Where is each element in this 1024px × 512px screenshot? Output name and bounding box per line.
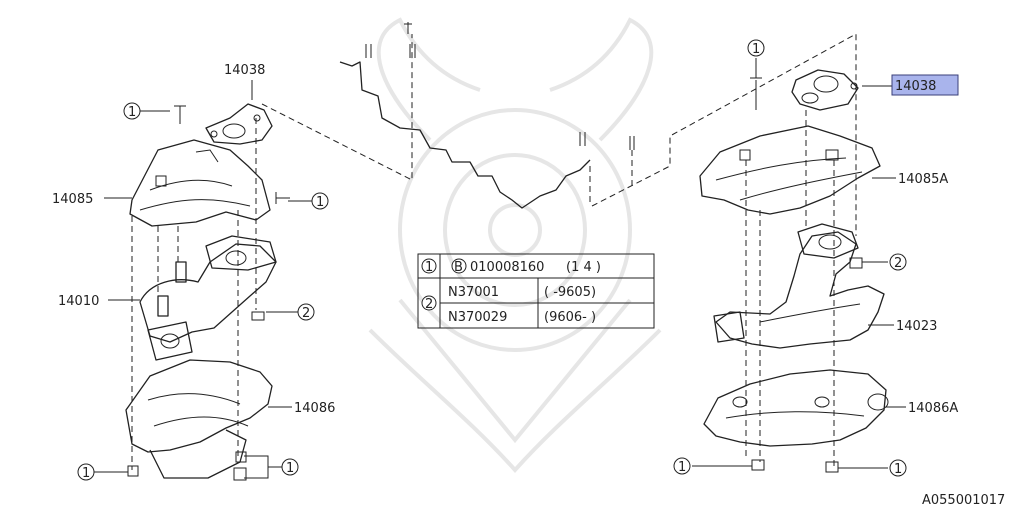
marker-number: 1: [82, 466, 90, 481]
marker-one-right-bottom-right: 1: [889, 459, 907, 477]
marker-number: 1: [316, 195, 324, 210]
left-vertical-guides: [131, 118, 257, 470]
bolt-marker-b: [451, 258, 467, 274]
marker-one-right-top: 1: [747, 39, 765, 57]
engine-block-outline: [339, 22, 635, 209]
marker-number: 2: [302, 306, 310, 321]
left-fasteners: [127, 105, 290, 481]
left-manifold-14010: [139, 235, 277, 361]
bolt-marker-letter: B: [454, 260, 463, 275]
table-row2a-range: ( -9605): [544, 285, 596, 300]
table-row2b-range: (9606- ): [544, 310, 596, 325]
perspective-guides: [261, 33, 857, 236]
marker-number: 1: [894, 462, 902, 477]
table-row1-index: 1: [425, 260, 433, 275]
table-marker-one: [421, 258, 437, 274]
marker-one-left-bottom: 1: [77, 463, 95, 481]
diagram-id: A055001017: [922, 493, 1005, 508]
marker-one-left-top: 1: [123, 102, 141, 120]
marker-number: 1: [128, 105, 136, 120]
callout-highlight: [891, 74, 959, 96]
table-row2-index: 2: [425, 297, 433, 312]
right-manifold-14023: [713, 223, 885, 349]
right-leader-lines: [692, 58, 906, 469]
marker-one-left-bottom-pair: 1: [281, 458, 299, 476]
left-gasket-14038: [205, 103, 273, 145]
marker-two-right: 2: [889, 253, 907, 271]
left-lower-cover-14086: [125, 359, 273, 479]
legend-table: 1 B 010008160 (1 4 ) 2 N37001 ( -9605) N…: [417, 253, 655, 329]
callout-right-upper-cover-14085A: 14085A: [898, 172, 948, 187]
marker-number: 1: [678, 460, 686, 475]
marker-one-left-side: 1: [311, 192, 329, 210]
table-row1-part: 010008160: [470, 260, 544, 275]
background-watermark: [368, 17, 662, 473]
table-row1-qty: (1 4 ): [566, 260, 601, 275]
right-gasket-14038: [791, 69, 859, 111]
marker-number: 2: [894, 256, 902, 271]
table-row2a-part: N37001: [448, 285, 499, 300]
callout-right-lower-cover-14086A: 14086A: [908, 401, 958, 416]
callout-left-upper-cover-14085: 14085: [52, 192, 93, 207]
table-row2b-part: N370029: [448, 310, 507, 325]
callout-left-manifold-14010: 14010: [58, 294, 99, 309]
marker-two-left: 2: [297, 303, 315, 321]
callout-right-gasket-14038[interactable]: 14038: [895, 79, 936, 94]
left-leader-lines: [94, 80, 312, 479]
marker-one-right-bottom-left: 1: [673, 457, 691, 475]
callout-right-manifold-14023: 14023: [896, 319, 937, 334]
callout-left-gasket-14038: 14038: [224, 63, 265, 78]
right-upper-cover-14085A: [699, 125, 881, 215]
right-lower-cover-14086A: [703, 369, 889, 447]
marker-number: 1: [752, 42, 760, 57]
right-vertical-guides: [745, 110, 835, 466]
table-marker-two: [421, 295, 437, 311]
marker-number: 1: [286, 461, 294, 476]
left-upper-cover-14085: [129, 139, 271, 227]
callout-left-lower-cover-14086: 14086: [294, 401, 335, 416]
